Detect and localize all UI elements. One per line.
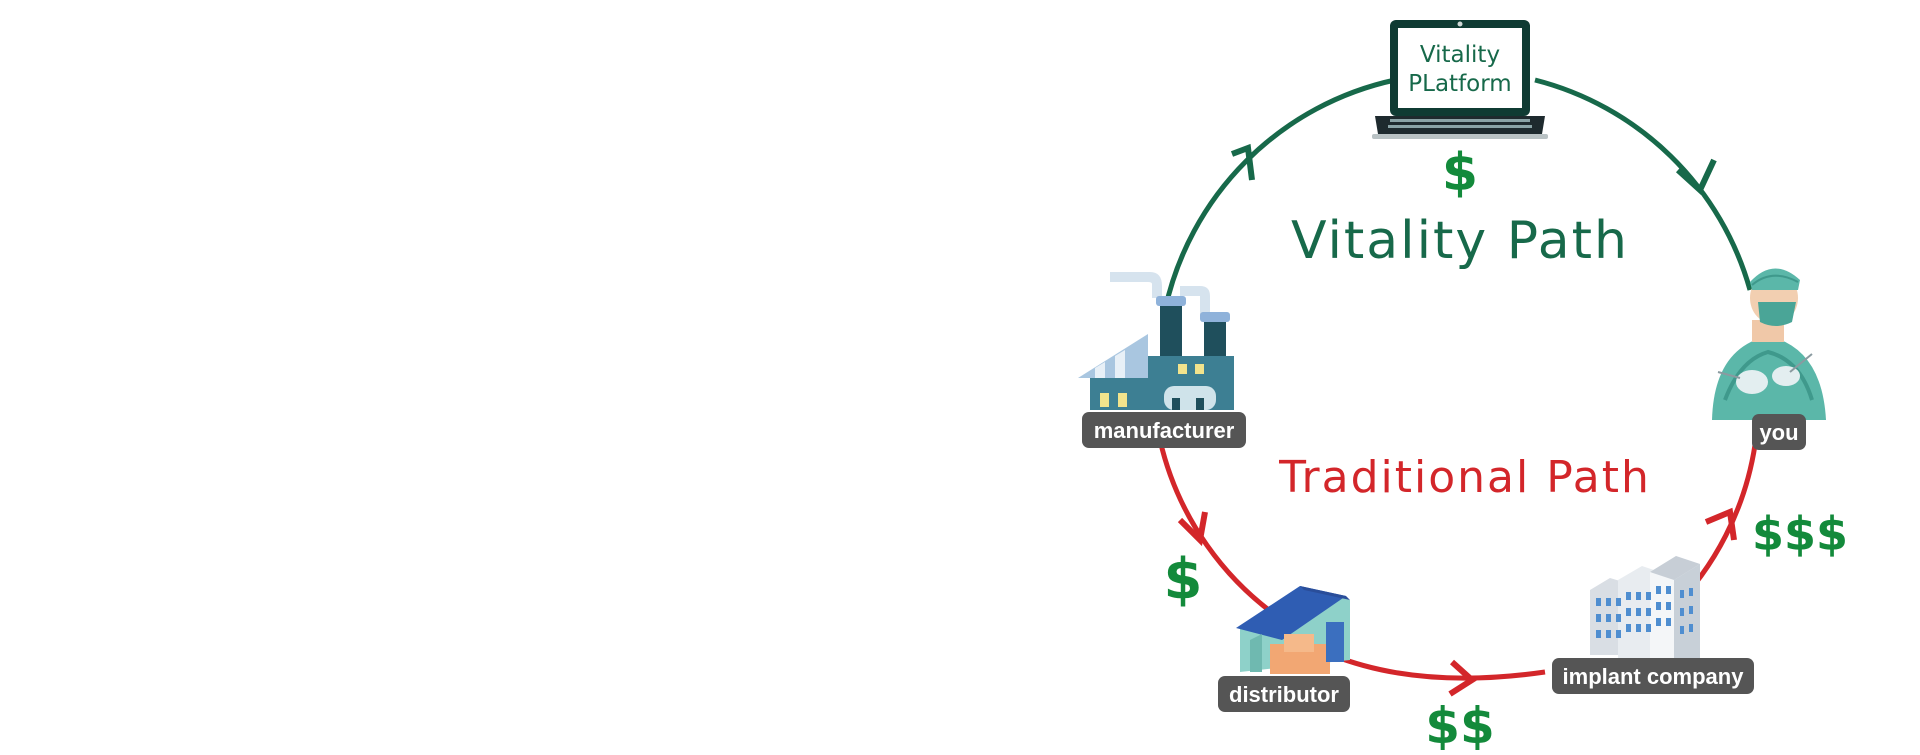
office-building-icon: [1590, 556, 1700, 660]
traditional-path-title: Traditional Path: [1278, 452, 1651, 503]
traditional-arrowhead-1: [1177, 511, 1208, 547]
vitality-path-arc: [1162, 77, 1396, 311]
distributor-cost: $: [1164, 547, 1203, 612]
traditional-arrowhead-3: [1704, 507, 1737, 541]
platform-label-line2: PLatform: [1408, 71, 1511, 97]
laptop-icon: [1372, 20, 1548, 139]
traditional-path-arc-mid: [1331, 652, 1546, 681]
you-label: you: [1752, 414, 1806, 450]
manufacturer-label-text: manufacturer: [1094, 418, 1235, 443]
vitality-path-title: Vitality Path: [1291, 211, 1629, 271]
implant-company-label-text: implant company: [1563, 664, 1745, 689]
vitality-arrowhead-left: [1230, 143, 1255, 181]
implant-company-cost: $$: [1425, 697, 1495, 750]
distributor-label: distributor: [1218, 676, 1350, 712]
vitality-cost: $: [1442, 143, 1478, 203]
distributor-label-text: distributor: [1229, 682, 1339, 707]
warehouse-icon: [1236, 586, 1350, 674]
traditional-path-arc: [1157, 439, 1292, 628]
traditional-arrowhead-2: [1448, 659, 1477, 697]
platform-label-line1: Vitality: [1420, 42, 1500, 68]
implant-company-label: implant company: [1552, 658, 1754, 694]
vitality-arrowhead-right: [1675, 158, 1717, 195]
factory-icon: [1078, 272, 1234, 410]
you-cost: $$$: [1752, 507, 1848, 561]
you-label-text: you: [1759, 420, 1798, 445]
surgeon-icon: [1712, 268, 1826, 420]
vitality-path-arc-right: [1534, 77, 1753, 291]
manufacturer-label: manufacturer: [1082, 412, 1246, 448]
